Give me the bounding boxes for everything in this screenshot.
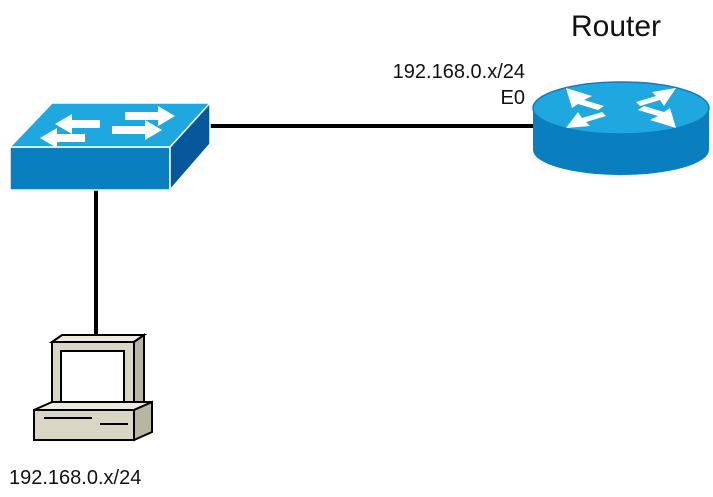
pc-icon [33,333,153,442]
router-interface-label: E0 [500,87,525,109]
pc-ip-label: 192.168.0.x/24 [9,467,142,489]
switch-icon [8,101,212,193]
router-icon [532,81,710,175]
router-ip-label: 192.168.0.x/24 [392,61,525,83]
router-title: Router [571,10,662,43]
